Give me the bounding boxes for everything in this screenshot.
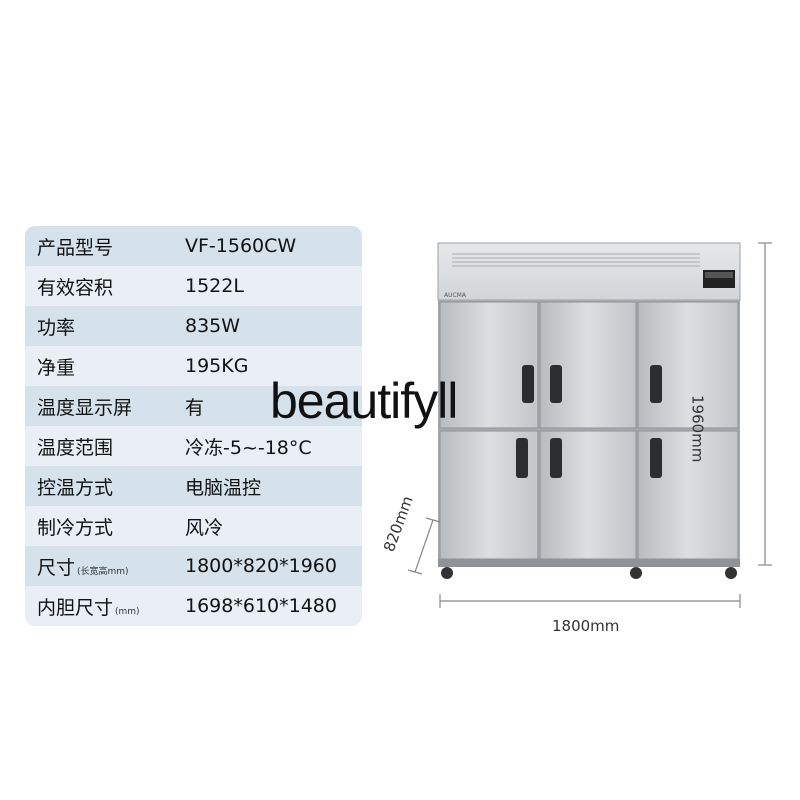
spec-row: 功率 835W [25, 306, 362, 346]
spec-row: 尺寸(长宽高mm) 1800*820*1960 [25, 546, 362, 586]
spec-label: 有效容积 [37, 276, 114, 299]
spec-row: 温度显示屏 有 [25, 386, 362, 426]
spec-value: 电脑温控 [185, 476, 262, 499]
spec-row: 控温方式 电脑温控 [25, 466, 362, 506]
spec-value: 195KG [185, 355, 249, 377]
spec-label: 制冷方式 [37, 516, 114, 539]
spec-value: 1698*610*1480 [185, 595, 337, 617]
spec-label: 产品型号 [37, 236, 114, 259]
spec-value: 1522L [185, 275, 244, 297]
dimension-lines [407, 242, 772, 608]
spec-row: 产品型号 VF-1560CW [25, 226, 362, 266]
door-handles [516, 365, 662, 478]
spec-row: 制冷方式 风冷 [25, 506, 362, 546]
spec-label: 净重 [37, 356, 76, 379]
spec-value: 有 [185, 396, 205, 419]
width-dimension-label: 1800mm [552, 617, 620, 635]
spec-label: 尺寸(长宽高mm) [37, 556, 129, 579]
caster-wheels [441, 567, 737, 579]
spec-label: 内胆尺寸(mm) [37, 596, 140, 619]
spec-note: (mm) [115, 606, 140, 617]
spec-value: VF-1560CW [185, 235, 297, 257]
door-upper-left [439, 301, 539, 429]
spec-row: 净重 195KG [25, 346, 362, 386]
spec-row: 有效容积 1522L [25, 266, 362, 306]
spec-note: (长宽高mm) [77, 566, 129, 577]
fridge-top-panel [437, 242, 741, 301]
watermark-text: beautifyll [270, 373, 458, 429]
spec-value: 1800*820*1960 [185, 555, 337, 577]
spec-value: 冷冻-5~-18°C [185, 436, 312, 459]
spec-row: 内胆尺寸(mm) 1698*610*1480 [25, 586, 362, 626]
spec-label: 功率 [37, 316, 76, 339]
spec-value: 风冷 [185, 516, 224, 539]
spec-row: 温度范围 冷冻-5~-18°C [25, 426, 362, 466]
fridge-base [438, 559, 740, 567]
brand-logo: AUCMA [444, 292, 467, 299]
vent-grille [452, 253, 700, 267]
spec-label: 控温方式 [37, 476, 114, 499]
spec-label: 温度显示屏 [37, 396, 133, 419]
spec-label: 温度范围 [37, 436, 114, 459]
spec-table: 产品型号 VF-1560CW 有效容积 1522L 功率 835W 净重 195… [25, 226, 362, 626]
height-dimension-label: 1960mm [688, 395, 707, 463]
spec-value: 835W [185, 315, 241, 337]
